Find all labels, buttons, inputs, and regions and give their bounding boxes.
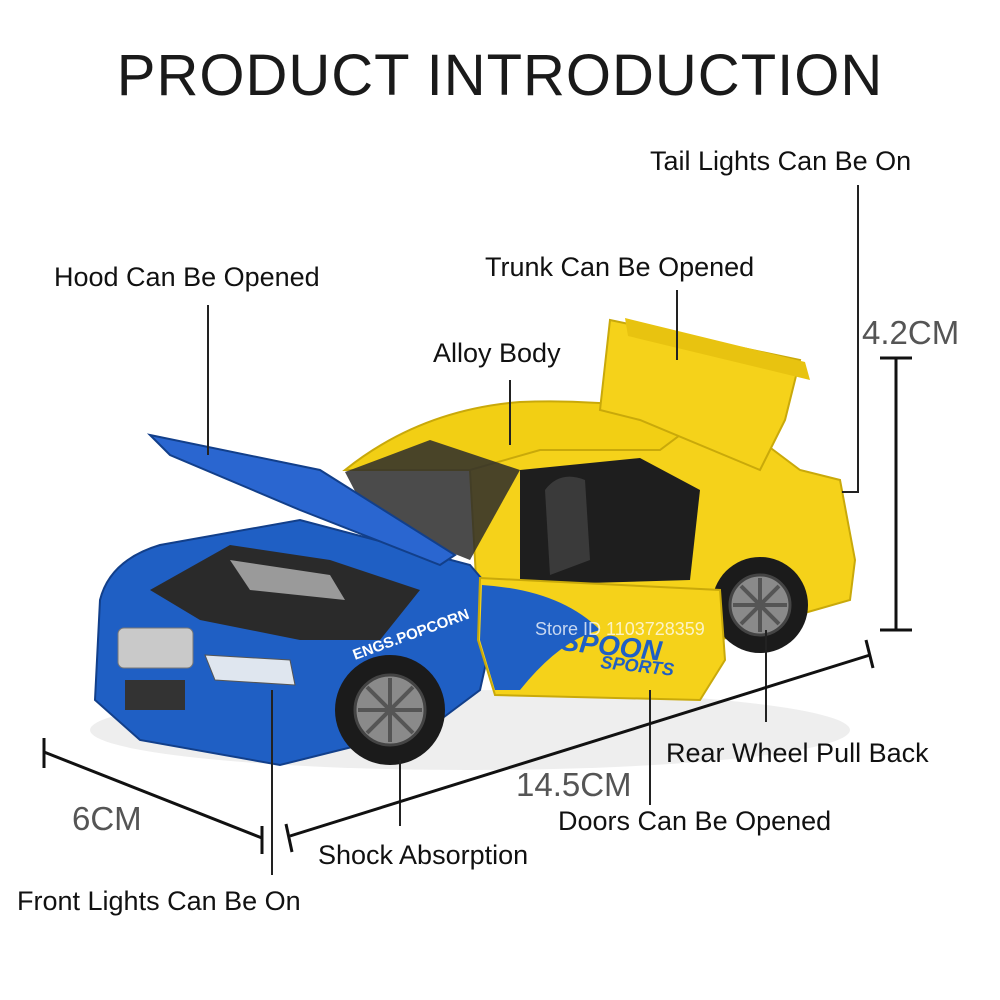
height-dimension	[880, 356, 912, 632]
width-dimension	[42, 738, 264, 854]
callout-rear-wheel: Rear Wheel Pull Back	[666, 738, 929, 768]
callout-alloy-body: Alloy Body	[433, 338, 561, 368]
spoiler-wing	[625, 318, 810, 380]
callout-hood: Hood Can Be Opened	[54, 262, 320, 292]
dimension-length-label: 14.5CM	[516, 766, 632, 803]
seat	[545, 476, 590, 575]
door-flame	[480, 585, 600, 690]
lower-grille	[125, 680, 185, 710]
callout-front-lights: Front Lights Can Be On	[17, 886, 301, 916]
watermark: Store ID 1103728359	[535, 619, 705, 639]
callout-doors: Doors Can Be Opened	[558, 806, 832, 836]
page-title: PRODUCT INTRODUCTION	[116, 43, 884, 108]
dimension-height-label: 4.2CM	[862, 314, 960, 351]
callout-trunk: Trunk Can Be Opened	[485, 252, 755, 282]
callout-shock: Shock Absorption	[318, 840, 529, 870]
windshield	[345, 440, 520, 560]
front-grille	[117, 627, 194, 669]
open-hood	[146, 433, 457, 567]
tail-lights-leader	[842, 185, 859, 493]
engine-pipe	[230, 560, 345, 600]
callout-tail-lights: Tail Lights Can Be On	[650, 146, 912, 176]
dimension-width-label: 6CM	[72, 800, 142, 837]
headlight	[204, 654, 296, 686]
length-dimension	[284, 639, 875, 853]
